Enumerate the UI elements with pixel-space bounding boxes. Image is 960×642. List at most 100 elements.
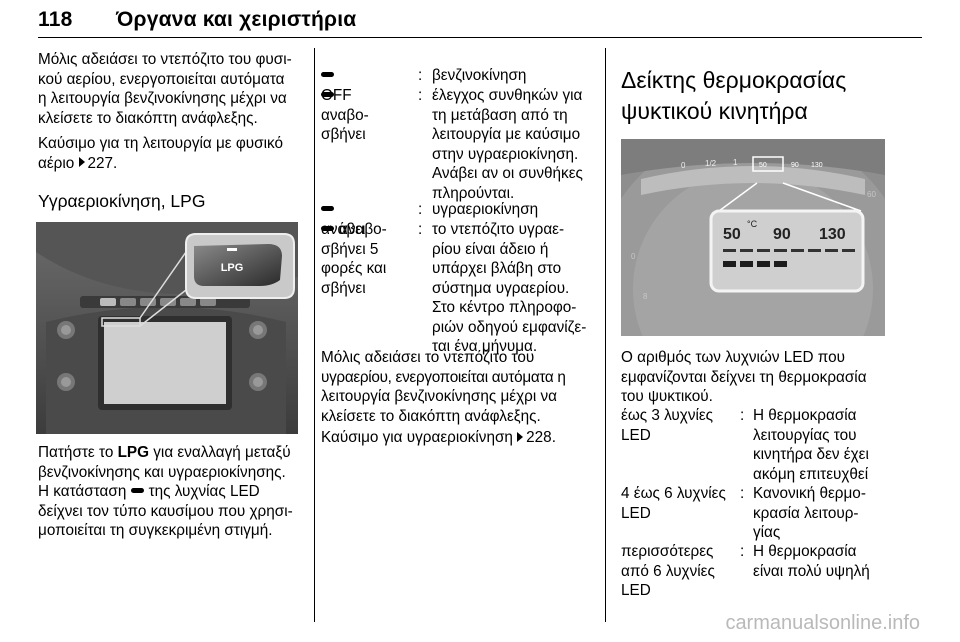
gauge-tick-label: 1 bbox=[733, 158, 738, 167]
text-span: Η κατάσταση bbox=[38, 483, 127, 500]
led-count-key: περισσότερες bbox=[621, 543, 714, 560]
status-key: σβήνει bbox=[321, 279, 366, 297]
svg-text:8: 8 bbox=[643, 292, 648, 301]
led-count-key: LED bbox=[621, 582, 651, 599]
lpg-console-image: LPG bbox=[36, 222, 298, 434]
led-count-key: LED bbox=[621, 426, 651, 444]
gauge-tick-label: 130 bbox=[811, 162, 823, 169]
led-bullet-icon bbox=[321, 226, 334, 232]
colon: : bbox=[740, 485, 745, 502]
gauge-tick-label: 90 bbox=[791, 162, 799, 169]
svg-text:0: 0 bbox=[631, 252, 636, 261]
gauge-tick-label: 1/2 bbox=[705, 159, 717, 168]
led-outline-segment bbox=[842, 249, 855, 252]
status-value: ται ένα μήνυμα. bbox=[432, 338, 538, 355]
header-rule bbox=[38, 37, 922, 38]
page-reference-arrow-icon bbox=[78, 157, 85, 168]
page-reference-link[interactable]: 228. bbox=[526, 429, 556, 446]
chapter-title: Όργανα και χειριστήρια bbox=[116, 8, 357, 31]
colon: : bbox=[740, 543, 745, 560]
status-value: βενζινοκίνηση bbox=[432, 67, 527, 84]
status-key: σβήνει 5 bbox=[321, 240, 379, 258]
gauge-tick-label: 50 bbox=[759, 162, 767, 169]
colon: : bbox=[418, 87, 423, 104]
status-key: φορές και bbox=[321, 260, 387, 277]
text-line: εμφανίζονται δείχνει τη θερμοκρασία bbox=[621, 368, 867, 386]
led-outline-segment bbox=[740, 249, 753, 252]
status-value: Ανάβει αν οι συνθήκες bbox=[432, 165, 583, 182]
status-key: σβήνει bbox=[321, 126, 366, 143]
led-bullet-icon bbox=[130, 488, 144, 494]
status-key: αναβο- bbox=[321, 106, 369, 124]
text-line: υγραερίου, ενεργοποιείται αυτόματα η bbox=[321, 368, 566, 386]
led-meaning: κινητήρα δεν έχει bbox=[753, 446, 869, 463]
led-meaning: είναι πολύ υψηλή bbox=[753, 562, 870, 580]
led-bullet-icon bbox=[321, 72, 334, 78]
lpg-led-status-table: OFF : βενζινοκίνηση αναβο-σβήνει : έλεγχ… bbox=[321, 66, 601, 355]
led-meaning: Η θερμοκρασία bbox=[753, 407, 857, 424]
led-meaning: Κανονική θερμο- bbox=[753, 485, 866, 502]
status-value: πληρούνται. bbox=[432, 184, 515, 202]
led-meaning: κρασία λειτουρ- bbox=[753, 504, 859, 522]
heading-line: Δείκτης θερμοκρασίας bbox=[621, 67, 847, 93]
page-reference-arrow-icon bbox=[517, 431, 524, 442]
led-lit-segment bbox=[740, 261, 753, 267]
status-key: αναβο- bbox=[339, 221, 387, 238]
section-heading-lpg: Υγραεριοκίνηση, LPG bbox=[38, 191, 206, 211]
column-divider-2 bbox=[605, 48, 606, 622]
text-line: κλείσετε το διακόπτη ανάφλεξης. bbox=[38, 109, 258, 127]
text-span: της λυχνίας LED bbox=[148, 483, 260, 500]
text-span: Καύσιμο για υγραεριοκίνηση bbox=[321, 429, 513, 446]
text-line: Καύσιμο για τη λειτουργία με φυσικό bbox=[38, 135, 283, 152]
col1-paragraph-3: Πατήστε το LPG για εναλλαγή μεταξύ βενζι… bbox=[38, 443, 310, 541]
column-divider-1 bbox=[314, 48, 315, 622]
text-line: δείχνει τον τύπο καυσίμου που χρησι- bbox=[38, 502, 293, 520]
colon: : bbox=[740, 407, 745, 424]
text-line: αέριο bbox=[38, 154, 75, 172]
text-line: λειτουργία βενζινοκίνησης μέχρι να bbox=[321, 388, 557, 405]
svg-text:60: 60 bbox=[867, 190, 876, 199]
text-line: του ψυκτικού. bbox=[621, 388, 713, 405]
text-line: η λειτουργία βενζινοκίνησης μέχρι να bbox=[38, 90, 287, 107]
coolant-gauge-image: 0 1/2 1 50 90 130 50 °C 90 130 0 8 60 bbox=[621, 139, 885, 336]
gauge-degree-label: °C bbox=[747, 219, 758, 229]
status-value: Στο κέντρο πληροφο- bbox=[432, 299, 577, 316]
led-outline-row bbox=[723, 249, 855, 252]
status-value: υγραεριοκίνηση bbox=[432, 201, 539, 218]
led-lit-segment bbox=[774, 261, 787, 267]
led-lit-segment bbox=[723, 261, 736, 267]
led-outline-segment bbox=[757, 249, 770, 252]
status-value: τη μετάβαση από τη bbox=[432, 106, 568, 124]
status-value: ρίου είναι άδειο ή bbox=[432, 240, 549, 258]
gauge-temp-130: 130 bbox=[819, 226, 846, 243]
text-line: κλείσετε το διακόπτη ανάφλεξης. bbox=[321, 407, 541, 425]
led-outline-segment bbox=[723, 249, 736, 252]
lpg-button-label[interactable]: LPG bbox=[221, 262, 244, 274]
gauge-temp-90: 90 bbox=[773, 226, 791, 243]
status-key: OFF bbox=[321, 86, 352, 104]
status-value: σύστημα υγραερίου. bbox=[432, 279, 570, 297]
led-outline-segment bbox=[791, 249, 804, 252]
colon: : bbox=[418, 221, 423, 238]
text-line: μοποιείται τη συγκεκριμένη στιγμή. bbox=[38, 522, 273, 539]
led-count-key: από 6 λυχνίες bbox=[621, 562, 715, 580]
col3-paragraph-1: Ο αριθμός των λυχνιών LED που εμφανίζοντ… bbox=[621, 348, 891, 407]
led-count-key: 4 έως 6 λυχνίες bbox=[621, 485, 726, 502]
section-heading-coolant: Δείκτης θερμοκρασίας ψυκτικού κινητήρα bbox=[621, 65, 846, 127]
heading-line: ψυκτικού κινητήρα bbox=[621, 98, 808, 124]
colon: : bbox=[418, 67, 423, 84]
led-outline-segment bbox=[774, 249, 787, 252]
led-meaning: λειτουργίας του bbox=[753, 426, 857, 444]
page-reference-link[interactable]: 227. bbox=[87, 154, 118, 172]
led-bullet-icon bbox=[321, 206, 334, 212]
led-count-key: έως 3 λυχνίες bbox=[621, 407, 714, 424]
status-key: ανάβει bbox=[321, 220, 366, 238]
led-meaning: γίας bbox=[753, 524, 781, 541]
col2-paragraph-1: Μόλις αδειάσει το ντεπόζιτο του υγραερίο… bbox=[321, 348, 604, 426]
led-meaning: Η θερμοκρασία bbox=[753, 543, 857, 560]
led-meaning: ακόμη επιτευχθεί bbox=[753, 465, 869, 483]
status-value: λειτουργία με καύσιμο bbox=[432, 126, 581, 143]
col1-paragraph-1: Μόλις αδειάσει το ντεπόζιτο του φυσι- κο… bbox=[38, 50, 308, 128]
led-bullet-icon bbox=[321, 92, 334, 98]
